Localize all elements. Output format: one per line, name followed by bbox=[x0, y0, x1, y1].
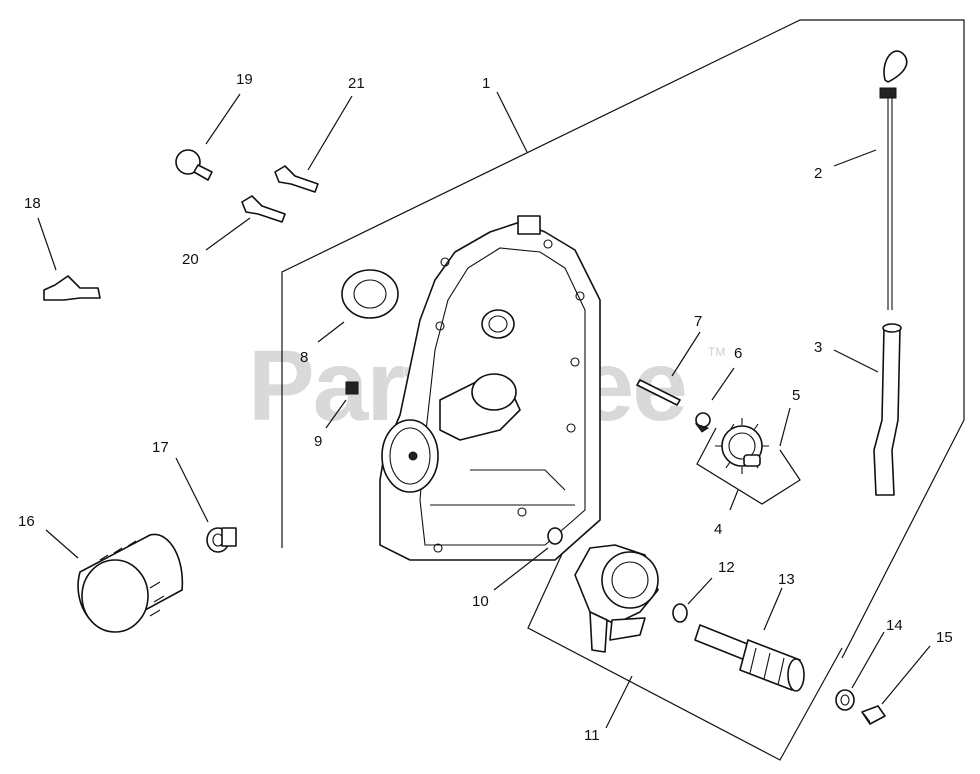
oil-seal-part[interactable] bbox=[341, 269, 399, 319]
callout-1[interactable]: 1 bbox=[482, 75, 490, 92]
callout-18[interactable]: 18 bbox=[24, 195, 41, 212]
callout-14[interactable]: 14 bbox=[886, 617, 903, 634]
callout-9[interactable]: 9 bbox=[314, 433, 322, 450]
callout-15[interactable]: 15 bbox=[936, 629, 953, 646]
callout-5[interactable]: 5 bbox=[792, 387, 800, 404]
callout-20[interactable]: 20 bbox=[182, 251, 199, 268]
dipstick-part[interactable] bbox=[879, 50, 908, 310]
closure-plate-part[interactable] bbox=[379, 215, 601, 561]
callout-19[interactable]: 19 bbox=[236, 71, 253, 88]
set-screw-part[interactable] bbox=[345, 381, 359, 395]
clip-part-6[interactable] bbox=[694, 412, 711, 433]
bolt-part-20[interactable] bbox=[241, 195, 286, 223]
dipstick-tube-part[interactable] bbox=[873, 323, 902, 496]
oil-pickup-part[interactable] bbox=[694, 624, 805, 692]
assembly-frame-4 bbox=[696, 427, 801, 505]
filter-adapter-part[interactable] bbox=[206, 527, 237, 553]
callout-4[interactable]: 4 bbox=[714, 521, 722, 538]
callout-11[interactable]: 11 bbox=[584, 727, 600, 744]
callout-17[interactable]: 17 bbox=[152, 439, 169, 456]
callout-7[interactable]: 7 bbox=[694, 313, 702, 330]
watermark-trademark: TM bbox=[708, 345, 725, 359]
o-ring-part-12[interactable] bbox=[672, 603, 688, 623]
callout-16[interactable]: 16 bbox=[18, 513, 35, 530]
callout-8[interactable]: 8 bbox=[300, 349, 308, 366]
callout-3[interactable]: 3 bbox=[814, 339, 822, 356]
callout-6[interactable]: 6 bbox=[734, 345, 742, 362]
oil-filter-part[interactable] bbox=[77, 533, 184, 633]
pin-part-7[interactable] bbox=[636, 379, 681, 406]
oil-pump-gear-part[interactable] bbox=[715, 418, 769, 474]
o-ring-part-10[interactable] bbox=[547, 527, 563, 545]
callout-2[interactable]: 2 bbox=[814, 165, 822, 182]
elbow-fitting-part[interactable] bbox=[43, 275, 101, 301]
bolt-part-21[interactable] bbox=[274, 165, 319, 193]
assembly-frame-1 bbox=[281, 19, 965, 659]
drain-plug-part[interactable] bbox=[861, 705, 886, 725]
oil-pump-part[interactable] bbox=[574, 544, 659, 653]
callout-12[interactable]: 12 bbox=[718, 559, 735, 576]
callout-13[interactable]: 13 bbox=[778, 571, 795, 588]
leader-lines bbox=[37, 91, 931, 729]
pressure-switch-part[interactable] bbox=[175, 149, 213, 181]
washer-part-14[interactable] bbox=[835, 689, 855, 711]
callout-21[interactable]: 21 bbox=[348, 75, 365, 92]
assembly-frame-11 bbox=[527, 529, 843, 761]
pin-part-5[interactable] bbox=[743, 454, 761, 467]
callout-10[interactable]: 10 bbox=[472, 593, 489, 610]
